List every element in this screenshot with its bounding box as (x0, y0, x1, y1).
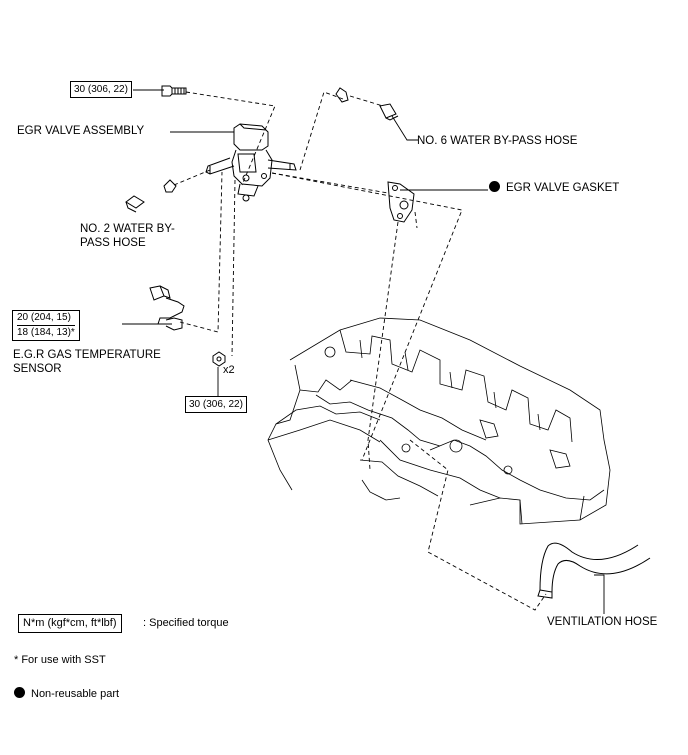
legend-non-reusable-label: Non-reusable part (31, 688, 120, 700)
torque-sensor-value-2: 18 (184, 13)* (17, 325, 75, 338)
water-bypass-hose-2-icon (125, 195, 145, 213)
legend-torque-description: : Specified torque (143, 617, 229, 629)
egr-temp-sensor-label-line1: E.G.R GAS TEMPERATURE (13, 349, 161, 361)
legend-sst-note: * For use with SST (14, 654, 106, 666)
leader-lines (122, 89, 605, 614)
alignment-lines (173, 91, 547, 611)
water-bypass-hose-6-icon (379, 103, 399, 121)
ventilation-hose-icon (537, 542, 651, 599)
non-reusable-dot-icon (489, 181, 500, 192)
egr-valve-assembly-label: EGR VALVE ASSEMBLY (17, 125, 145, 137)
torque-box-bolt: 30 (306, 22) (70, 81, 132, 98)
nut-icon (212, 351, 226, 367)
torque-box-sensor: 20 (204, 15) 18 (184, 13)* (12, 310, 80, 341)
egr-temperature-sensor-icon (149, 285, 185, 331)
torque-box-nut: 30 (306, 22) (185, 396, 247, 413)
legend-non-reusable-row: Non-reusable part (14, 687, 119, 701)
torque-sensor-value-1: 20 (204, 15) (17, 312, 71, 323)
ventilation-hose-label: VENTILATION HOSE (547, 616, 658, 628)
hose-clamp-icon (163, 179, 177, 193)
water-bypass-hose-2-label-line1: NO. 2 WATER BY- (80, 223, 175, 235)
egr-valve-gasket-label: EGR VALVE GASKET (506, 182, 620, 194)
egr-valve-gasket-icon (387, 181, 415, 223)
legend-non-reusable-dot-icon (14, 687, 25, 698)
bolt-icon (161, 85, 187, 97)
egr-temp-sensor-label-line2: SENSOR (13, 363, 62, 375)
nut-quantity-label: x2 (223, 364, 235, 376)
engine-intake-manifold-icon (267, 317, 611, 525)
hose-clamp-top-icon (335, 87, 349, 103)
water-bypass-hose-6-label: NO. 6 WATER BY-PASS HOSE (417, 135, 578, 147)
egr-valve-assembly-icon (205, 123, 297, 202)
legend-torque-unit-box: N*m (kgf*cm, ft*lbf) (18, 614, 122, 633)
egr-valve-gasket-row: EGR VALVE GASKET (489, 181, 619, 195)
water-bypass-hose-2-label-line2: PASS HOSE (80, 237, 146, 249)
